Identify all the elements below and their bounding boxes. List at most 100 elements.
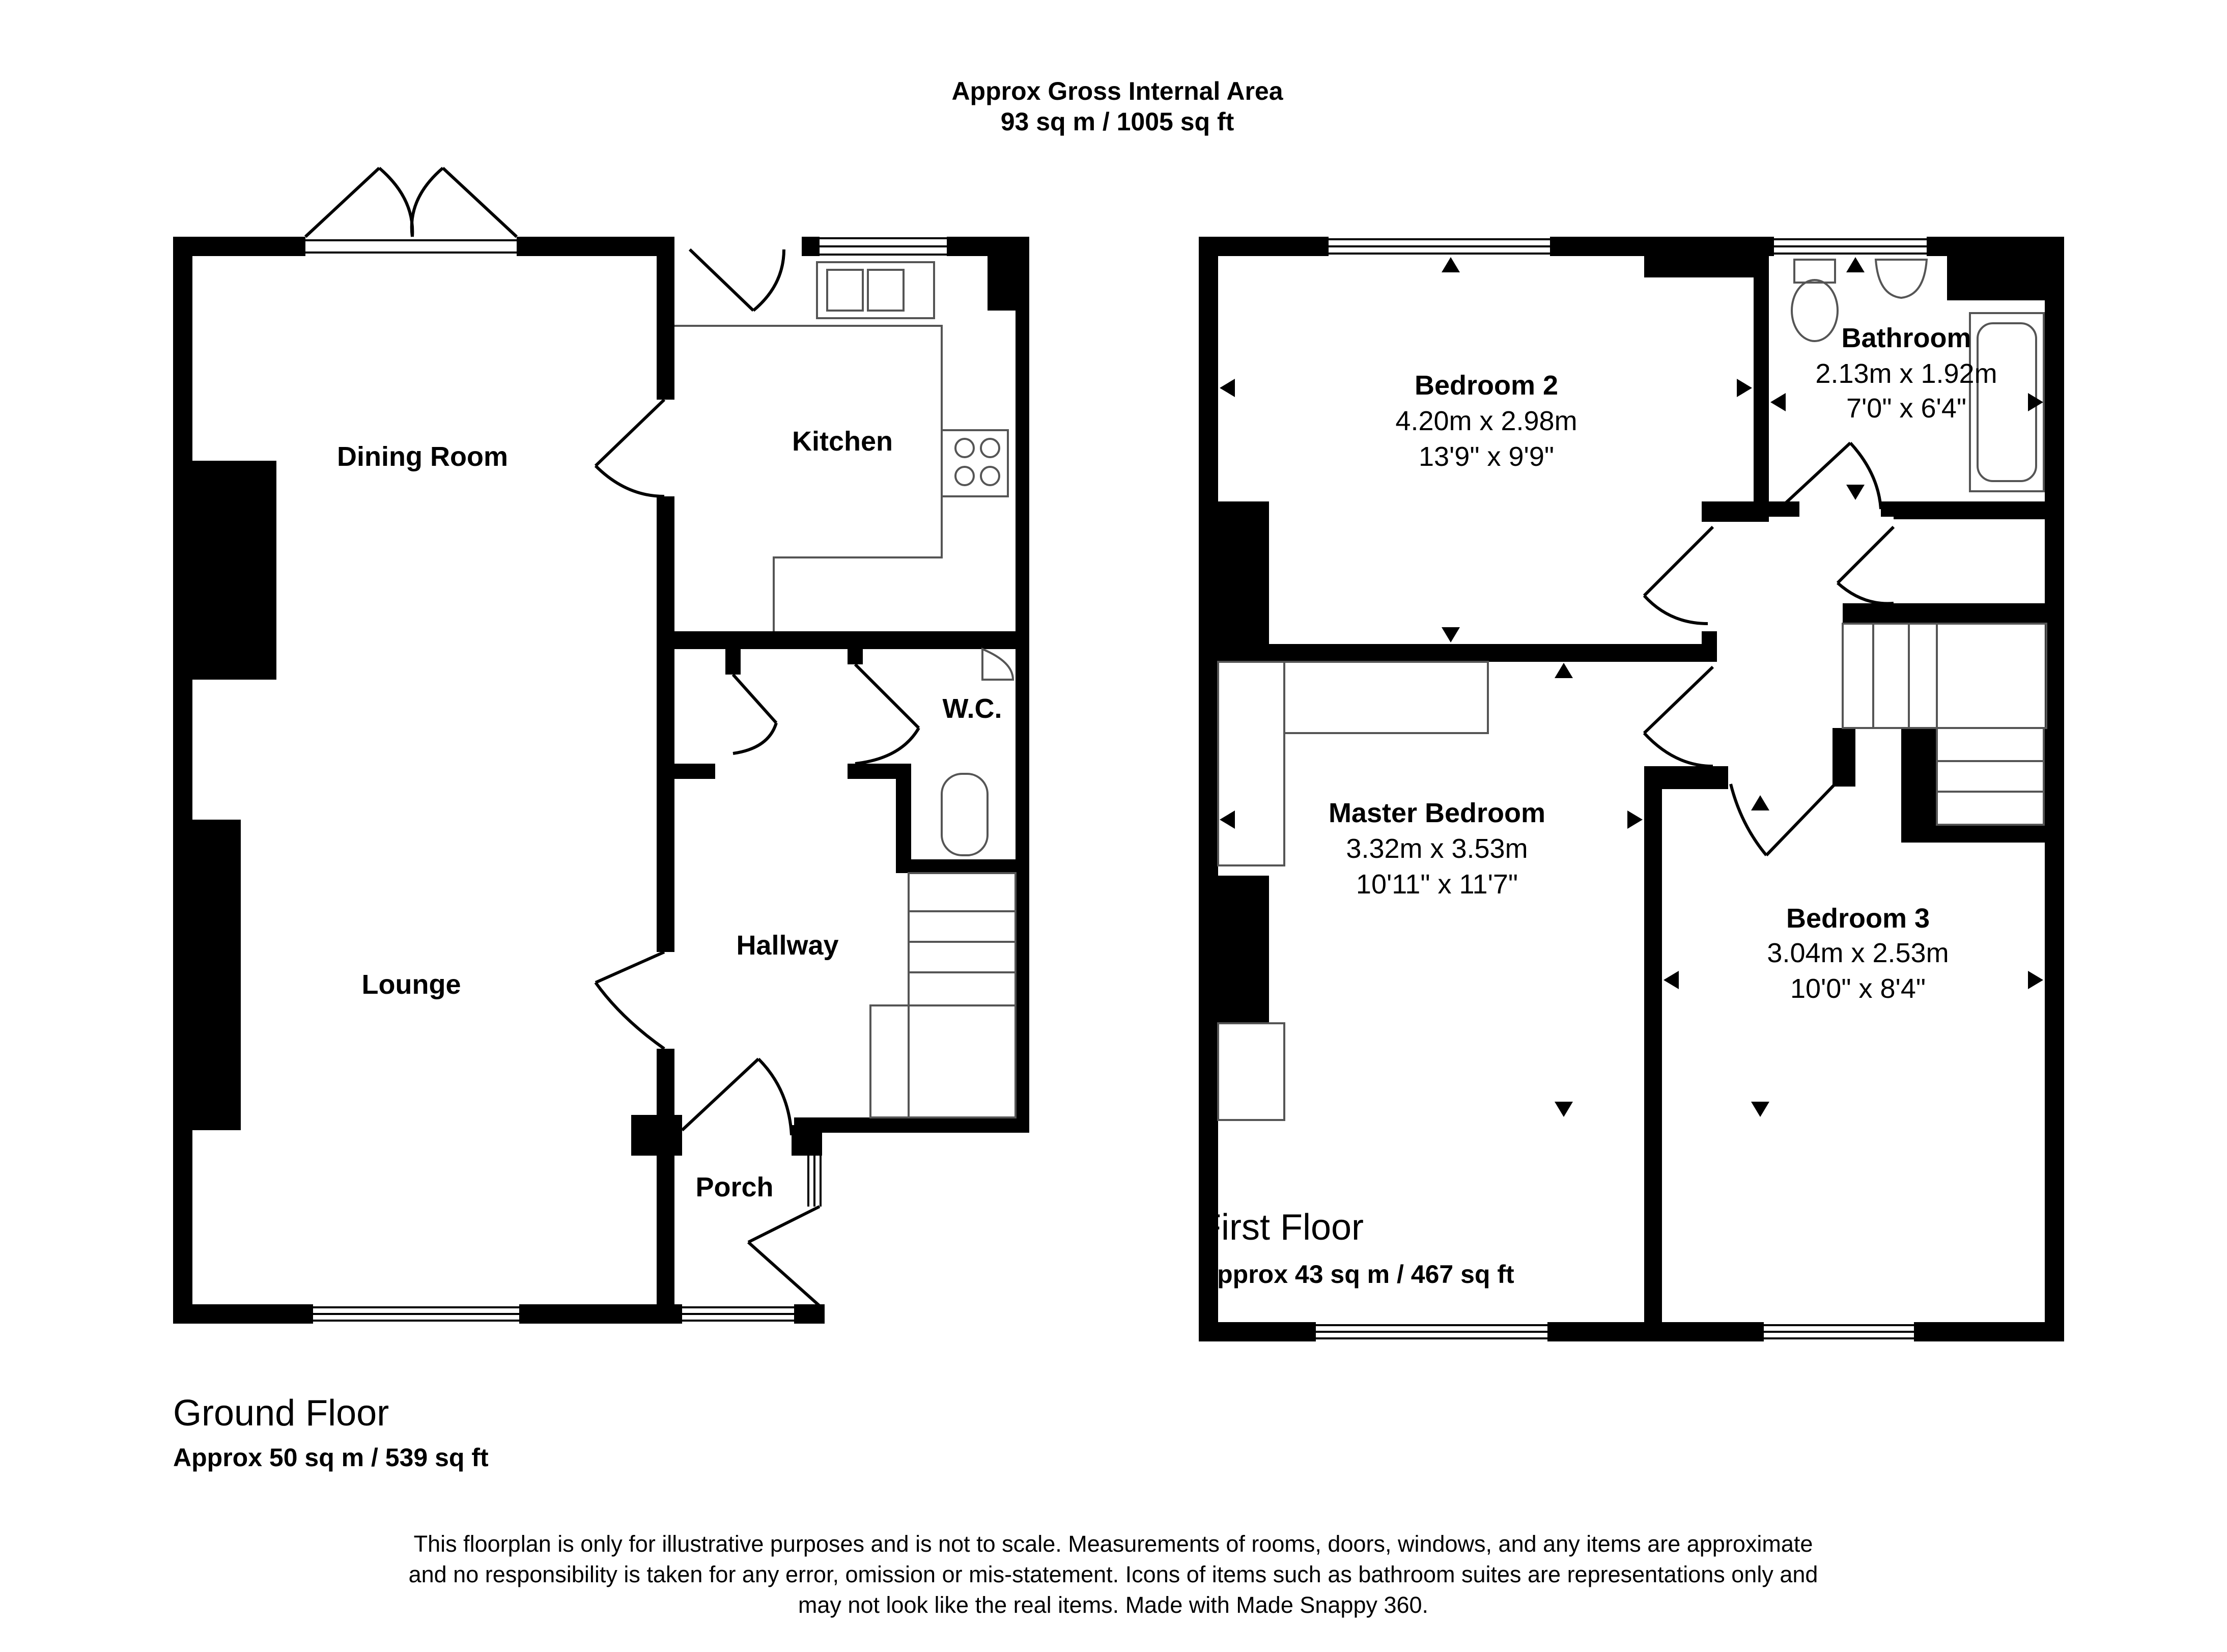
window xyxy=(1329,238,1550,255)
toilet-bowl xyxy=(1791,279,1839,342)
wc-door xyxy=(854,663,920,765)
wall xyxy=(896,764,911,873)
kitchen-sink-bowl xyxy=(826,269,864,312)
hob-ring xyxy=(980,466,1000,486)
header-area-title: Approx Gross Internal Area xyxy=(951,77,1283,105)
disclaimer-line-3: may not look like the real items. Made w… xyxy=(798,1592,1428,1618)
wall xyxy=(674,764,715,779)
room-label-bathroom: Bathroom xyxy=(1842,323,1971,353)
chimney-breast xyxy=(192,820,241,1130)
ground-stairs xyxy=(869,872,1017,1118)
room-label-dining: Dining Room xyxy=(337,441,508,472)
chimney-breast xyxy=(1218,876,1269,1023)
wall xyxy=(1914,1322,2064,1341)
wall xyxy=(1644,766,1662,1341)
hob-ring xyxy=(954,466,975,486)
header-area-value: 93 sq m / 1005 sq ft xyxy=(1001,107,1234,136)
room-label-wc: W.C. xyxy=(943,693,1002,724)
hob-ring xyxy=(980,438,1000,458)
bathroom-basin xyxy=(1874,259,1928,299)
bath xyxy=(1969,312,2045,492)
wall xyxy=(1901,728,1937,843)
first-floor-stairs xyxy=(1842,623,2047,826)
ground-floor-area: Approx 50 sq m / 539 sq ft xyxy=(173,1443,489,1472)
wall xyxy=(173,237,305,256)
wall xyxy=(674,631,1029,649)
ground-floor-title: Ground Floor xyxy=(173,1393,389,1434)
room-label-master: Master Bedroom xyxy=(1329,798,1545,828)
window xyxy=(1774,238,1927,255)
master-door xyxy=(1643,665,1714,768)
cupboard-door xyxy=(1836,525,1895,605)
wall xyxy=(802,237,820,256)
wardrobe xyxy=(1283,661,1489,734)
wall xyxy=(1644,237,1756,277)
wall xyxy=(2045,237,2064,1341)
room-label-porch: Porch xyxy=(695,1172,773,1202)
wall xyxy=(1199,237,1218,1341)
chimney-breast xyxy=(1218,501,1269,659)
room-dims-bedroom2-imperial: 13'9" x 9'9" xyxy=(1419,441,1554,472)
room-dims-bedroom3-imperial: 10'0" x 8'4" xyxy=(1790,973,1926,1004)
wall xyxy=(1218,644,1717,662)
kitchen-sink xyxy=(816,261,935,319)
bedroom2-door xyxy=(1643,525,1714,625)
room-dims-bedroom2-metric: 4.20m x 2.98m xyxy=(1395,406,1577,436)
porch-inner-door xyxy=(681,1057,793,1136)
wall xyxy=(1843,603,2064,624)
room-dims-bathroom-metric: 2.13m x 1.92m xyxy=(1815,358,1997,389)
first-floor-plan: Bedroom 2 4.20m x 2.98m 13'9" x 9'9" Bat… xyxy=(1199,237,2064,1341)
wall xyxy=(173,1304,313,1324)
first-floor-area: Approx 43 sq m / 467 sq ft xyxy=(1199,1260,1514,1289)
lounge-door xyxy=(594,950,665,1050)
wall xyxy=(631,1115,682,1156)
wardrobe xyxy=(1217,1022,1285,1121)
wall xyxy=(896,859,1029,873)
room-label-bedroom3: Bedroom 3 xyxy=(1786,903,1930,934)
toilet-cistern xyxy=(1793,259,1836,284)
wall xyxy=(1833,728,1855,787)
dining-kitchen-door xyxy=(594,398,666,498)
window xyxy=(305,239,517,254)
kitchen-sink-bowl xyxy=(867,269,905,312)
hob xyxy=(941,429,1009,497)
room-label-kitchen: Kitchen xyxy=(792,426,893,457)
wall xyxy=(1947,237,2064,300)
wall xyxy=(657,237,674,400)
wall xyxy=(1702,501,1769,522)
disclaimer-line-1: This floorplan is only for illustrative … xyxy=(414,1531,1813,1557)
window xyxy=(1316,1324,1547,1339)
wall xyxy=(657,1049,674,1324)
cupboard-door xyxy=(731,673,778,755)
room-dims-master-metric: 3.32m x 3.53m xyxy=(1346,833,1528,864)
kitchen-worktop xyxy=(674,325,943,631)
window xyxy=(313,1306,519,1322)
room-label-hallway: Hallway xyxy=(736,930,838,961)
wall xyxy=(1199,237,1329,256)
hob-ring xyxy=(954,438,975,458)
ground-floor-plan: Dining Room Kitchen W.C. Lounge Hallway … xyxy=(173,166,1029,1324)
wall xyxy=(725,649,741,675)
window xyxy=(820,237,947,256)
wc-basin xyxy=(981,647,1014,681)
window xyxy=(1016,682,1029,743)
wall xyxy=(173,237,192,1324)
room-label-bedroom2: Bedroom 2 xyxy=(1415,370,1558,401)
room-label-lounge: Lounge xyxy=(362,969,461,1000)
bathroom-door xyxy=(1778,441,1882,511)
window xyxy=(881,1119,932,1132)
bath-inner xyxy=(1977,322,2037,482)
kitchen-door xyxy=(688,248,785,312)
porch-front-door xyxy=(747,1205,821,1307)
wall xyxy=(1754,256,1769,506)
room-dims-master-imperial: 10'11" x 11'7" xyxy=(1356,869,1518,900)
wall xyxy=(1901,825,2064,843)
bedroom3-door xyxy=(1729,782,1837,857)
wall xyxy=(1702,631,1717,662)
french-doors xyxy=(304,166,518,238)
wall xyxy=(792,1125,822,1156)
chimney-breast xyxy=(192,461,276,680)
wall xyxy=(519,1304,682,1324)
wardrobe xyxy=(1217,661,1285,866)
